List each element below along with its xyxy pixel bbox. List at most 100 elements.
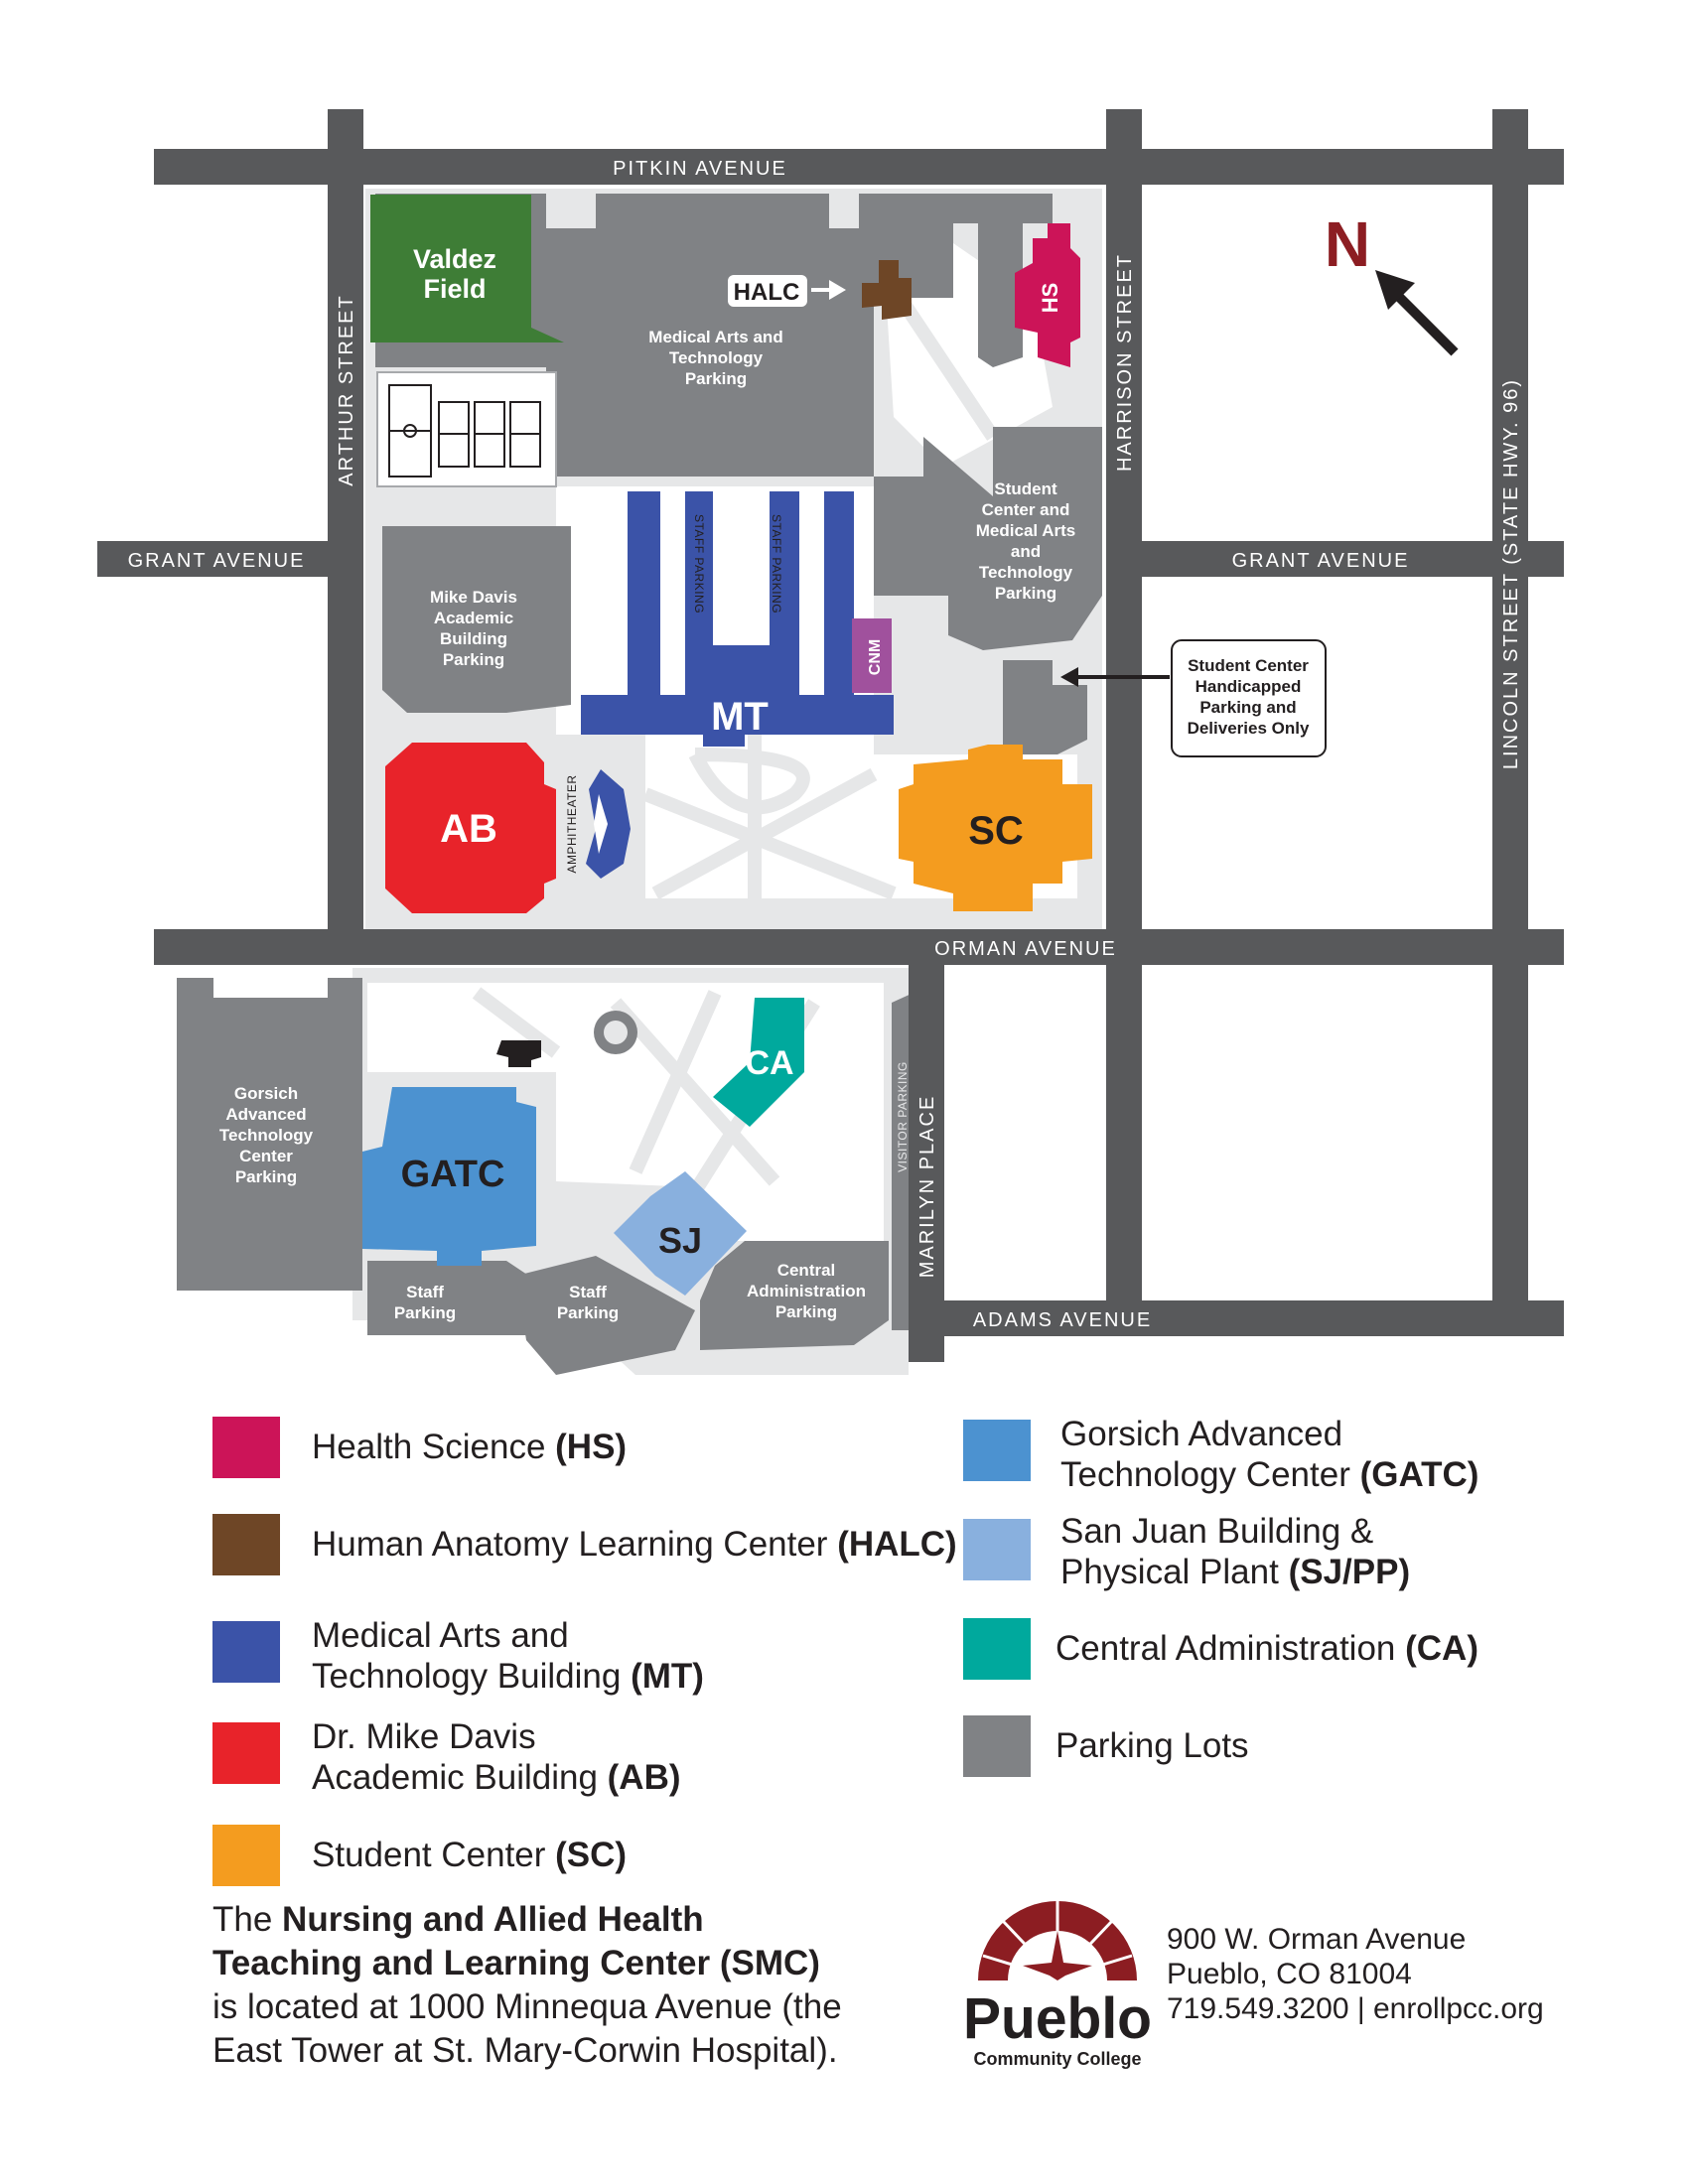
gatc-parking-label-5: Parking	[235, 1167, 297, 1186]
grant-avenue-road-left	[97, 541, 328, 577]
legend-item-sj: San Juan Building & Physical Plant (SJ/P…	[1060, 1511, 1410, 1592]
adams-avenue-label: ADAMS AVENUE	[973, 1309, 1152, 1331]
staff-parking-b-label-2: Parking	[557, 1303, 619, 1322]
sj-building[interactable]	[614, 1171, 747, 1296]
sc-building[interactable]	[899, 745, 1092, 911]
ca-label: CA	[745, 1044, 793, 1082]
pitkin-avenue-road	[154, 149, 1564, 185]
legend-label-line1: San Juan Building &	[1060, 1512, 1374, 1551]
smc-note-bold: Nursing and Allied Health Teaching and L…	[212, 1900, 820, 1982]
legend-swatch-sj	[963, 1519, 1031, 1580]
north-label: N	[1325, 208, 1370, 280]
handicapped-callout-2: Handicapped	[1196, 677, 1302, 696]
harrison-street-label: HARRISON STREET	[1114, 253, 1136, 472]
halc-callout-label: HALC	[734, 279, 800, 306]
legend-abbr: (SJ/PP)	[1288, 1553, 1411, 1591]
staff-parking-b	[516, 1256, 695, 1375]
adams-avenue-road	[909, 1300, 1564, 1336]
logo-sub: Community College	[973, 2049, 1141, 2069]
mt-building[interactable]	[581, 491, 894, 747]
legend-swatch-mt	[212, 1621, 280, 1683]
legend-label-line2: Academic Building (AB)	[312, 1757, 681, 1798]
legend-swatch-hs	[212, 1417, 280, 1478]
arthur-street-road	[328, 109, 363, 965]
legend-item-sc: Student Center (SC)	[312, 1835, 627, 1875]
handicapped-lot	[1003, 660, 1087, 754]
address-line2: Pueblo, CO 81004	[1167, 1958, 1412, 1990]
legend-item-parking: Parking Lots	[1055, 1725, 1249, 1766]
cnm-label: CNM	[867, 639, 884, 675]
legend-abbr: (AB)	[607, 1758, 681, 1797]
address-line3: 719.549.3200 | enrollpcc.org	[1167, 1992, 1544, 2025]
ab-parking-label-4: Parking	[443, 650, 504, 669]
pitkin-avenue-label: PITKIN AVENUE	[613, 158, 787, 180]
legend-abbr: (GATC)	[1359, 1455, 1479, 1494]
legend-label-line2: Technology Building (MT)	[312, 1656, 704, 1697]
orman-avenue-label: ORMAN AVENUE	[934, 938, 1117, 960]
valdez-field-label-2: Field	[423, 274, 486, 304]
sj-label: SJ	[658, 1220, 702, 1261]
amphitheater[interactable]	[586, 769, 631, 879]
marilyn-place-road	[909, 965, 944, 1362]
amphitheater-stage	[594, 794, 608, 854]
grant-avenue-label-right: GRANT AVENUE	[1232, 550, 1410, 572]
legend-swatch-ca	[963, 1618, 1031, 1680]
staff-parking-a-label-1: Staff	[406, 1283, 444, 1301]
gatc-building[interactable]	[362, 1087, 536, 1266]
roundabout-1-center	[604, 1021, 628, 1044]
gatc-parking-label-4: Center	[239, 1147, 293, 1165]
halc-building[interactable]	[862, 260, 912, 320]
gatc-parking-label-1: Gorsich	[234, 1084, 298, 1103]
ab-parking-label-1: Mike Davis	[430, 588, 517, 607]
ab-building[interactable]	[385, 743, 556, 913]
orman-avenue-road	[154, 929, 1564, 965]
legend-item-ab: Dr. Mike Davis Academic Building (AB)	[312, 1716, 681, 1798]
staff-parking-a-label-2: Parking	[394, 1303, 456, 1322]
gatc-parking-lot	[177, 978, 362, 1291]
ab-parking-label-3: Building	[440, 629, 507, 648]
legend-swatch-halc	[212, 1514, 280, 1575]
lincoln-street-road	[1492, 109, 1528, 1336]
legend-swatch-gatc	[963, 1420, 1031, 1481]
staff-parking-label-1: STAFF PARKING	[692, 514, 706, 614]
legend-label-line1: Gorsich Advanced	[1060, 1415, 1343, 1453]
sc-parking-label-4: and	[1011, 542, 1041, 561]
sc-parking-lot	[874, 427, 1102, 650]
legend-label-line1: Dr. Mike Davis	[312, 1717, 536, 1756]
sc-parking-label-1: Student	[994, 479, 1057, 498]
arthur-street-label: ARTHUR STREET	[336, 294, 357, 485]
legend-swatch-sc	[212, 1825, 280, 1886]
smc-note: The Nursing and Allied Health Teaching a…	[212, 1898, 848, 2073]
lincoln-street-label: LINCOLN STREET (STATE HWY. 96)	[1500, 378, 1522, 769]
valdez-field	[370, 195, 564, 342]
ca-parking-label-2: Administration	[747, 1282, 866, 1300]
hs-parking-strip	[978, 194, 1023, 367]
legend-label-line2: Physical Plant (SJ/PP)	[1060, 1552, 1410, 1592]
ca-building[interactable]	[713, 998, 804, 1127]
legend-item-gatc: Gorsich Advanced Technology Center (GATC…	[1060, 1414, 1478, 1495]
hs-building[interactable]	[1015, 223, 1080, 367]
legend-abbr: (HS)	[555, 1428, 628, 1466]
mt-label: MT	[711, 695, 769, 739]
staff-parking-b-label-1: Staff	[569, 1283, 607, 1301]
sc-label: SC	[968, 809, 1024, 853]
address-block: 900 W. Orman Avenue Pueblo, CO 81004 719…	[1167, 1922, 1544, 2026]
utility-structure	[496, 1040, 541, 1067]
halc-callout-box	[728, 275, 807, 307]
logo-sunburst-icon	[978, 1901, 1137, 1980]
legend-abbr: (CA)	[1405, 1629, 1478, 1668]
legend-item-halc: Human Anatomy Learning Center (HALC)	[312, 1524, 957, 1565]
halc-arrow-head	[829, 280, 846, 300]
legend-item-mt: Medical Arts and Technology Building (MT…	[312, 1615, 704, 1697]
ab-parking-label-2: Academic	[434, 609, 513, 627]
legend-label: Academic Building	[312, 1758, 608, 1797]
legend-abbr: (MT)	[631, 1657, 704, 1696]
ca-parking-label-3: Parking	[775, 1302, 837, 1321]
handicapped-callout-4: Deliveries Only	[1188, 719, 1310, 738]
roads	[97, 109, 1564, 1362]
visitor-parking	[892, 993, 914, 1330]
visitor-parking-label: VISITOR PARKING	[896, 1061, 910, 1172]
gatc-label: GATC	[401, 1154, 505, 1195]
staff-parking-a	[367, 1261, 536, 1335]
cnm-building[interactable]	[852, 618, 892, 693]
